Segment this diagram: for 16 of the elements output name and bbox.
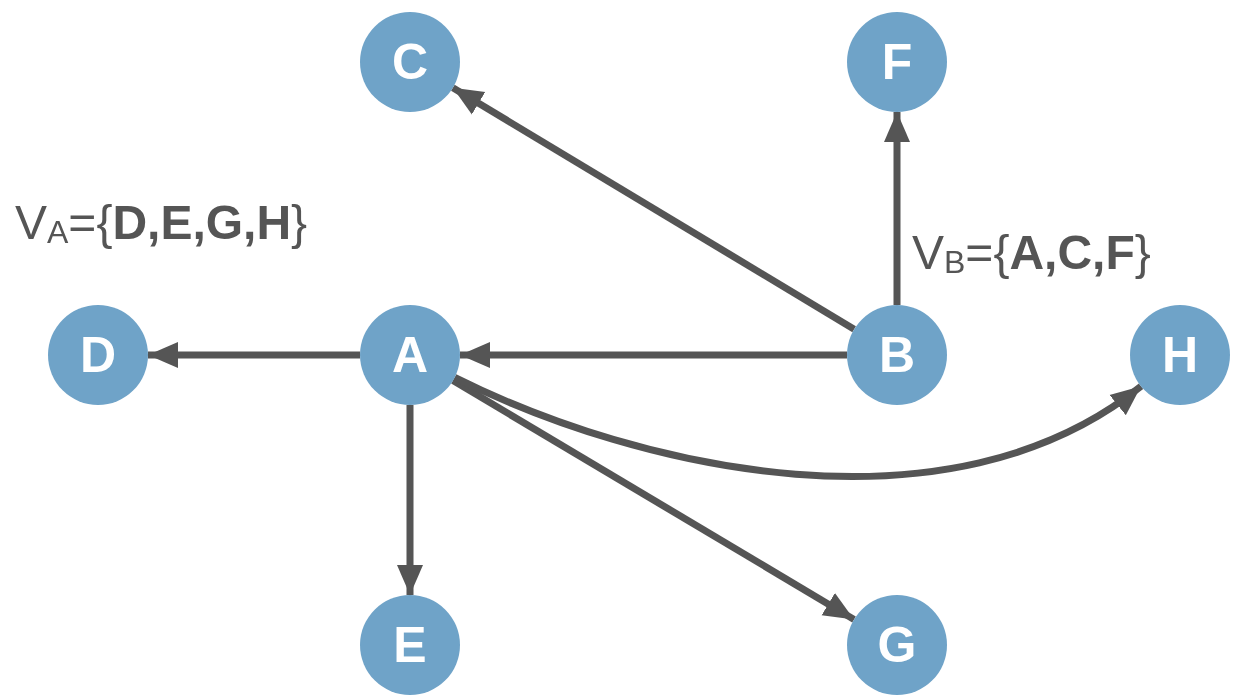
node-circle: A [360,305,460,405]
arrow [397,405,423,595]
node-circle: D [48,305,148,405]
set-label: V$_{B}$={A,C,F} [912,225,1151,281]
arrow [451,84,856,333]
node-circle: C [360,12,460,112]
set-label: V$_{A}$={D,E,G,H} [15,195,308,251]
node-circle: E [360,595,460,695]
arrow [453,374,1143,480]
node-circle: B [847,305,947,405]
arrow [460,342,847,368]
arrow [884,112,910,305]
node-circle: G [847,595,947,695]
node-circle: H [1130,305,1230,405]
node-circle: F [847,12,947,112]
arrow [148,342,360,368]
